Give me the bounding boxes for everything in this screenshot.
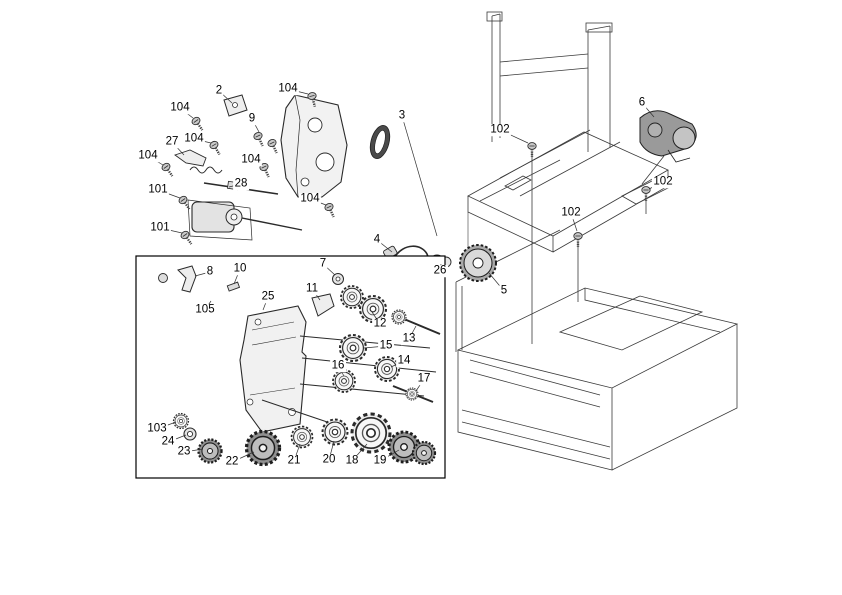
- gear-train: [172, 285, 441, 467]
- callout-label-18-38: 18: [344, 454, 360, 467]
- callout-label-11-23: 11: [304, 282, 320, 295]
- gear-plate-part-25: [239, 305, 307, 433]
- callout-label-102-16: 102: [559, 206, 583, 219]
- callout-label-104-1: 104: [168, 101, 192, 114]
- callout-label-6-14: 6: [637, 96, 647, 109]
- callout-label-7-22: 7: [318, 257, 328, 270]
- callout-label-17-31: 17: [416, 372, 432, 385]
- motor-part-6: [639, 110, 697, 163]
- printer-frame-assembly: [455, 11, 739, 471]
- callout-label-14-30: 14: [396, 354, 412, 367]
- callout-label-27-4: 27: [164, 135, 180, 148]
- callout-label-19-39: 19: [372, 454, 388, 467]
- callout-label-2-0: 2: [214, 84, 224, 97]
- callout-label-104-7: 104: [239, 153, 263, 166]
- leader-line-3-12: [401, 115, 438, 237]
- callout-label-20-37: 20: [321, 453, 337, 466]
- callout-label-26-18: 26: [432, 264, 448, 277]
- callout-label-12-26: 12: [372, 317, 388, 330]
- spring-part-27: [189, 166, 223, 174]
- pin-part-10: [226, 281, 241, 292]
- callout-label-102-13: 102: [488, 123, 512, 136]
- callout-label-101-11: 101: [148, 221, 172, 234]
- callout-label-104-5: 104: [182, 132, 206, 145]
- callout-label-104-10: 104: [298, 192, 322, 205]
- callout-label-105-24: 105: [193, 303, 217, 316]
- callout-label-15-28: 15: [378, 339, 394, 352]
- belt-part-3: [369, 125, 391, 159]
- callout-label-22-35: 22: [224, 455, 240, 468]
- callout-label-21-36: 21: [286, 454, 302, 467]
- callout-label-4-17: 4: [372, 233, 382, 246]
- callout-label-23-34: 23: [176, 445, 192, 458]
- callout-label-25-25: 25: [260, 290, 276, 303]
- callout-label-104-6: 104: [136, 149, 160, 162]
- callout-label-13-27: 13: [401, 332, 417, 345]
- callout-label-9-3: 9: [247, 112, 257, 125]
- callout-label-16-29: 16: [330, 359, 346, 372]
- callout-label-10-21: 10: [232, 262, 248, 275]
- callout-label-102-15: 102: [651, 175, 675, 188]
- gear-part-5: [459, 244, 497, 282]
- guide-part-8: [158, 265, 344, 317]
- callout-label-8-20: 8: [205, 265, 215, 278]
- callout-label-101-9: 101: [146, 183, 170, 196]
- bracket-part-11: [311, 293, 335, 317]
- callout-label-24-33: 24: [160, 435, 176, 448]
- callout-label-3-12: 3: [397, 109, 407, 122]
- callout-label-104-2: 104: [276, 82, 300, 95]
- callout-label-103-32: 103: [145, 422, 169, 435]
- callout-label-28-8: 28: [233, 177, 249, 190]
- callout-label-5-19: 5: [499, 284, 509, 297]
